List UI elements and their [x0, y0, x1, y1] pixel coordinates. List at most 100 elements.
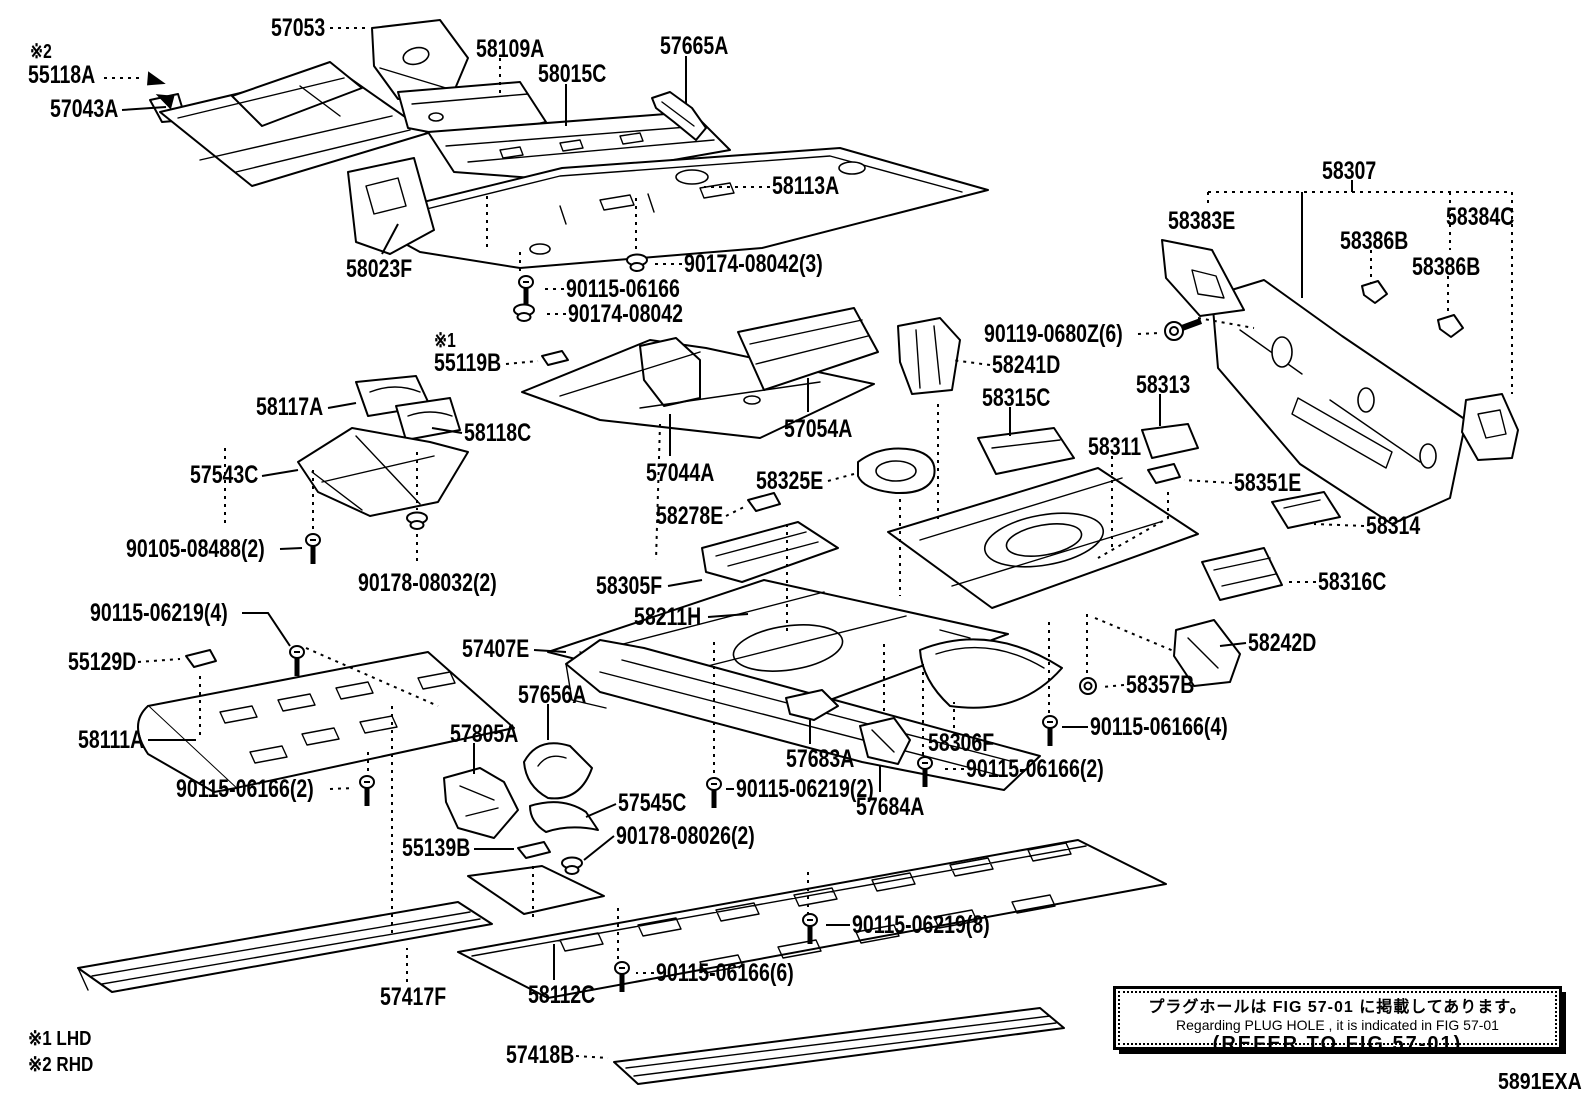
part-label-55119B[interactable]: 55119B [434, 349, 502, 377]
part-label-58306F[interactable]: 58306F [928, 729, 995, 757]
part-label-58118C[interactable]: 58118C [464, 419, 532, 447]
footnote-rhd-text: RHD [56, 1054, 94, 1076]
footnote-lhd-marker: ※1 [28, 1028, 52, 1050]
part-label-57545C[interactable]: 57545C [618, 789, 687, 817]
part-label-55118A[interactable]: 55118A [28, 61, 96, 89]
part-label-58112C[interactable]: 58112C [528, 981, 596, 1009]
part-sketch-58313 [1141, 423, 1199, 459]
part-label-90115-06166-2b[interactable]: 90115-06166(2) [966, 755, 1104, 783]
part-label-90119-0680Z-6[interactable]: 90119-0680Z(6) [984, 320, 1123, 348]
part-label-57805A[interactable]: 57805A [450, 720, 519, 748]
part-sketch-58316C [1201, 547, 1283, 601]
part-label-58313[interactable]: 58313 [1136, 371, 1191, 399]
part-label-57043A[interactable]: 57043A [50, 95, 119, 123]
part-sketch-57545C [529, 801, 599, 833]
part-sketch-58386B-clip2 [1437, 314, 1464, 338]
part-label-57543C[interactable]: 57543C [190, 461, 259, 489]
part-label-58109A[interactable]: 58109A [476, 35, 545, 63]
part-label-58023F[interactable]: 58023F [346, 255, 413, 283]
part-label-90174-08042[interactable]: 90174-08042 [568, 300, 683, 328]
part-label-58311[interactable]: 58311 [1088, 433, 1142, 461]
part-label-57418B[interactable]: 57418B [506, 1041, 575, 1069]
part-sketch-55139B-clip [517, 841, 551, 859]
footnote-rhd: ※2 RHD [28, 1052, 93, 1077]
footnote-lhd-text: LHD [56, 1028, 92, 1050]
part-label-55129D[interactable]: 55129D [68, 648, 137, 676]
part-label-58316C[interactable]: 58316C [1318, 568, 1387, 596]
part-label-57044A[interactable]: 57044A [646, 459, 715, 487]
part-label-90115-06219-8[interactable]: 90115-06219(8) [852, 911, 990, 939]
bolt-icon [802, 913, 818, 944]
part-label-90105-08488-2[interactable]: 90105-08488(2) [126, 535, 265, 563]
part-label-57683A[interactable]: 57683A [786, 745, 855, 773]
part-label-58384C[interactable]: 58384C [1446, 203, 1515, 231]
part-sketch-58325E [857, 447, 936, 495]
part-label-58241D[interactable]: 58241D [992, 351, 1061, 379]
part-label-57407E[interactable]: 57407E [462, 635, 530, 663]
part-sketch-58113A [357, 147, 989, 269]
part-label-90115-06219-2[interactable]: 90115-06219(2) [736, 775, 874, 803]
part-sketch-58351E-clip [1147, 463, 1181, 484]
part-sketch-58023F [347, 157, 435, 255]
arrow-icon [147, 71, 166, 86]
part-label-58278E[interactable]: 58278E [656, 502, 724, 530]
part-sketch-57805A [443, 767, 519, 839]
part-label-58315C[interactable]: 58315C [982, 384, 1051, 412]
boltw-icon [1164, 318, 1203, 341]
part-label-90115-06166-2a[interactable]: 90115-06166(2) [176, 775, 314, 803]
bolt-icon [706, 777, 722, 808]
part-label-57054A[interactable]: 57054A [784, 415, 853, 443]
grommet-icon [513, 303, 535, 322]
part-label-57417F[interactable]: 57417F [380, 983, 447, 1011]
part-label-58351E[interactable]: 58351E [1234, 469, 1302, 497]
part-label-57684A[interactable]: 57684A [856, 793, 925, 821]
figure-page-code: 5891EXA [1498, 1068, 1582, 1094]
grommet-icon [626, 253, 648, 272]
part-sketch-58311 [887, 467, 1199, 609]
part-label-58325E[interactable]: 58325E [756, 467, 824, 495]
part-sketch-57418B [613, 1007, 1065, 1085]
part-label-58242D[interactable]: 58242D [1248, 629, 1317, 657]
part-label-90115-06219-4[interactable]: 90115-06219(4) [90, 599, 228, 627]
part-sketch-55119B-clip [541, 350, 569, 366]
part-sketch-57684A [859, 717, 911, 765]
part-label-58015C[interactable]: 58015C [538, 60, 607, 88]
part-sketch-58314 [1271, 491, 1341, 529]
part-label-90178-08032-2[interactable]: 90178-08032(2) [358, 569, 497, 597]
part-label-mark-2: ※2 [30, 41, 52, 63]
part-label-57665A[interactable]: 57665A [660, 32, 729, 60]
part-label-58305F[interactable]: 58305F [596, 572, 663, 600]
bolt-icon [305, 533, 321, 564]
footnote-rhd-marker: ※2 [28, 1054, 52, 1076]
part-label-90178-08026-2[interactable]: 90178-08026(2) [616, 822, 755, 850]
nut-icon [1079, 677, 1097, 695]
part-label-58314[interactable]: 58314 [1366, 512, 1421, 540]
part-label-55139B[interactable]: 55139B [402, 834, 471, 862]
part-sketches [77, 19, 1519, 1085]
part-sketch-58384C [1461, 393, 1519, 461]
bolt-icon [518, 275, 534, 306]
part-sketch-58118C [395, 397, 461, 441]
part-label-90115-06166-6[interactable]: 90115-06166(6) [656, 959, 794, 987]
part-sketch-58111A [137, 651, 515, 793]
part-label-58111A[interactable]: 58111A [78, 726, 145, 754]
part-label-58357B[interactable]: 58357B [1126, 671, 1195, 699]
part-label-58386B-2[interactable]: 58386B [1412, 253, 1481, 281]
part-label-58383E[interactable]: 58383E [1168, 207, 1236, 235]
note-line-japanese: プラグホールは FIG 57-01 に掲載してあります。 [1148, 999, 1527, 1016]
part-label-57656A[interactable]: 57656A [518, 681, 587, 709]
part-label-58307[interactable]: 58307 [1322, 157, 1377, 185]
part-label-58211H[interactable]: 58211H [634, 603, 702, 631]
part-label-58117A[interactable]: 58117A [256, 393, 324, 421]
part-sketch-58242D [1173, 619, 1241, 687]
part-label-90115-06166[interactable]: 90115-06166 [566, 275, 680, 303]
part-label-58113A[interactable]: 58113A [772, 172, 840, 200]
part-label-90174-08042-3[interactable]: 90174-08042(3) [684, 250, 823, 278]
part-sketch-58241D [897, 317, 961, 395]
part-label-57053[interactable]: 57053 [271, 14, 326, 42]
part-label-90115-06166-4[interactable]: 90115-06166(4) [1090, 713, 1228, 741]
bolt-icon [289, 645, 305, 676]
part-label-58386B-1[interactable]: 58386B [1340, 227, 1409, 255]
part-label-mark-1: ※1 [434, 330, 456, 352]
